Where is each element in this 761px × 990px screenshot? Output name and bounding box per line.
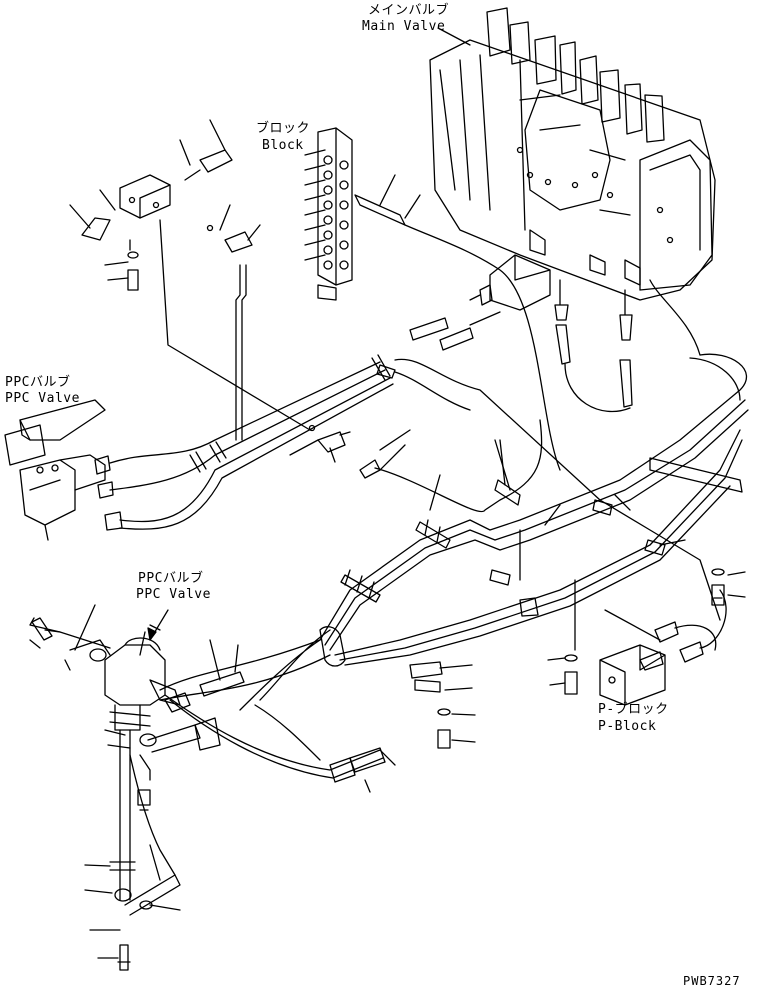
hose-lines-to-main-valve [359,254,721,621]
label-block: ブロック Block [256,120,310,153]
label-block-en: Block [262,138,304,153]
drawing-code: PWB7327 [683,974,741,988]
clamps-upper [189,354,396,473]
right-bolts [409,568,746,749]
lower-linkage [84,711,221,971]
valve-fitting-c [555,324,571,365]
valve-spool-cap [486,7,511,57]
ppc-hose-a [235,264,241,441]
label-ppc-valve-lower-jp: PPCバルブ [138,570,203,586]
clamps-main [319,439,743,667]
valve-fitting-b [619,289,633,341]
label-main-valve: メインバルブ Main Valve [362,2,449,34]
label-ppc-valve-upper-jp: PPCバルブ [5,374,70,390]
bundle-clamp [319,626,346,667]
label-p-block: P-ブロック P-Block [598,701,669,734]
elbow-fitting-a [199,149,233,173]
valve-fitting-a [554,279,569,321]
leader-lines-centre [379,439,686,651]
label-leaders [437,27,471,46]
elbow-fitting-d [164,692,191,713]
main-hose-bundle [239,279,749,711]
label-main-valve-jp: メインバルブ [368,2,449,18]
label-ppc-valve-upper: PPCバルブ PPC Valve [5,374,80,406]
label-block-jp: ブロック [256,120,310,136]
main-valve-assembly [429,7,716,413]
label-main-valve-en: Main Valve [362,19,445,34]
elbow-fitting-c [224,231,253,253]
lower-hose [164,694,396,793]
label-ppc-valve-lower: PPCバルブ PPC Valve [136,570,211,602]
small-block-assembly [69,119,311,441]
manifold-block [304,127,561,471]
tee-fitting [289,424,351,463]
p-block [599,589,727,706]
label-ppc-valve-lower-en: PPC Valve [136,587,211,602]
label-p-block-jp: P-ブロック [598,701,669,717]
valve-fitting-d [619,359,633,408]
left-bolts [29,617,61,649]
elbow-fitting-b [81,217,111,241]
ppc-valve-pointer-arrow [147,609,169,641]
block-fitting [354,194,406,226]
ppc-valve-upper [4,361,394,541]
label-p-block-en: P-Block [598,719,656,734]
label-ppc-valve-upper-en: PPC Valve [5,391,80,406]
